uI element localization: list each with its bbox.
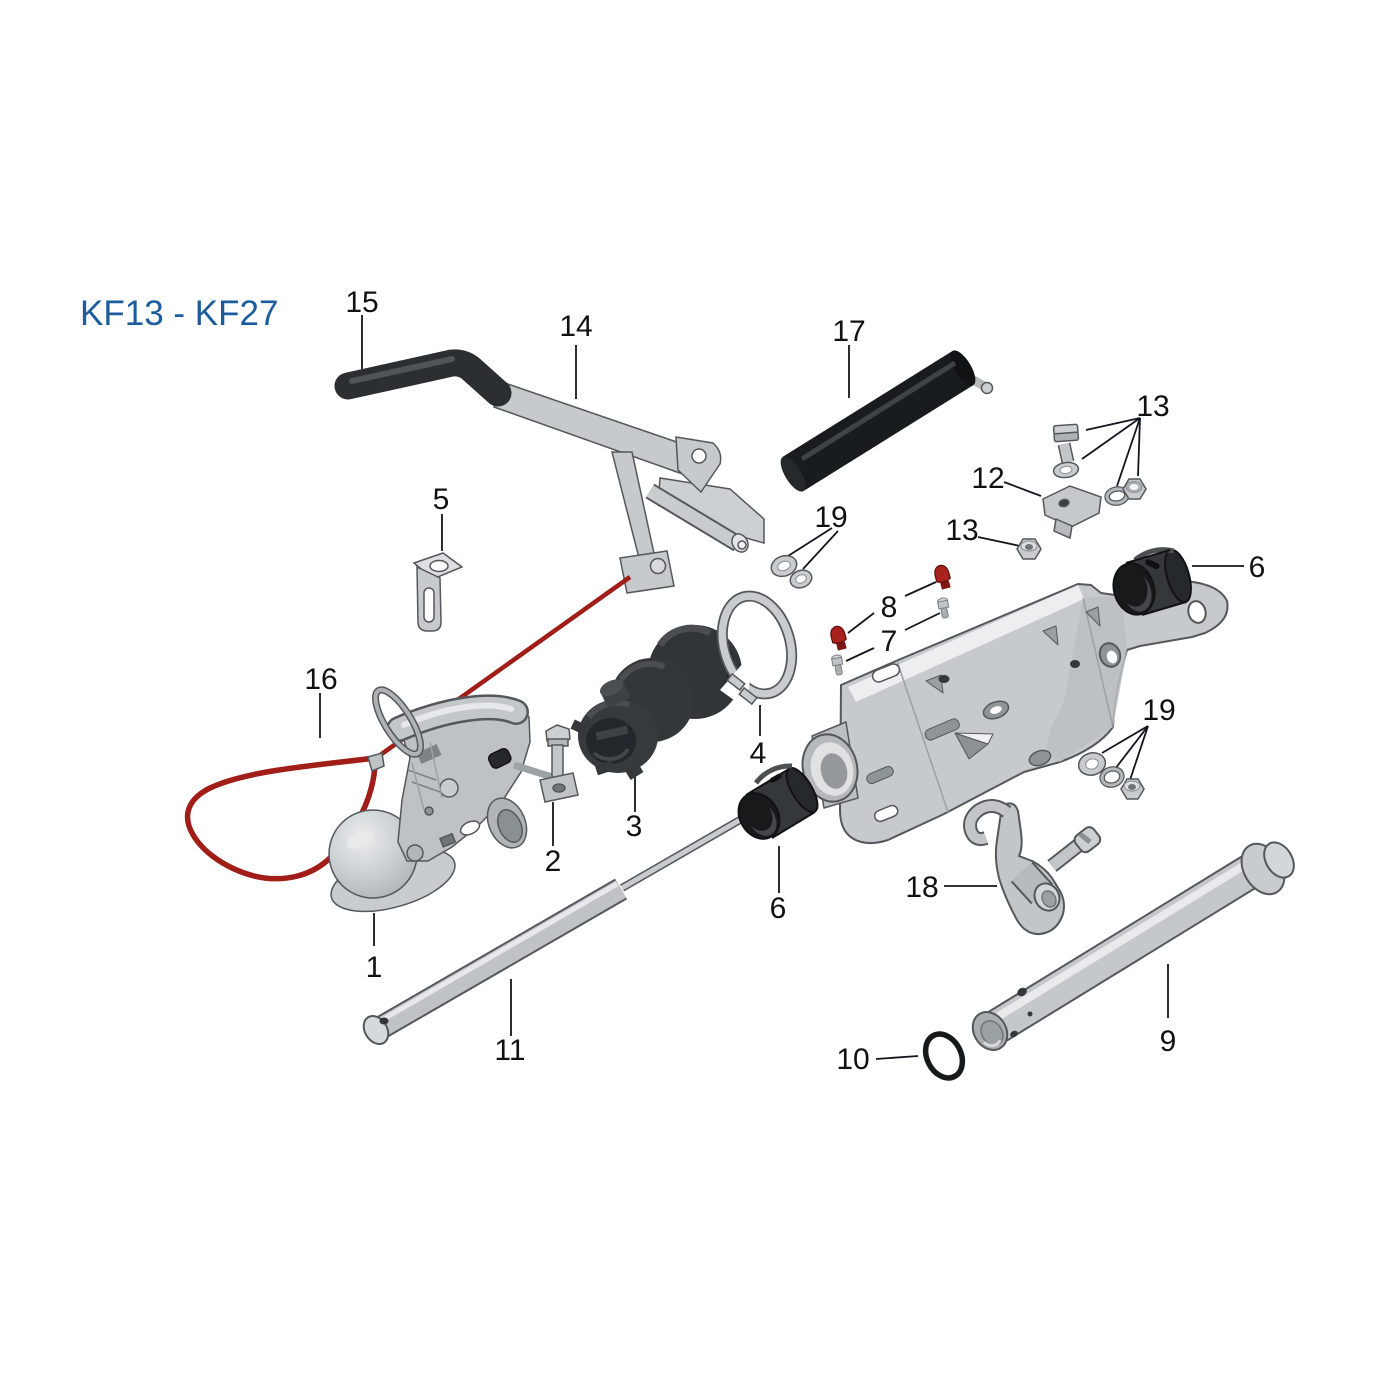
svg-text:KF13 - KF27: KF13 - KF27 bbox=[80, 294, 278, 333]
svg-text:18: 18 bbox=[905, 871, 938, 904]
svg-text:2: 2 bbox=[545, 845, 562, 878]
svg-text:9: 9 bbox=[1160, 1025, 1177, 1058]
svg-text:16: 16 bbox=[304, 663, 337, 696]
svg-text:8: 8 bbox=[881, 591, 898, 624]
svg-text:12: 12 bbox=[971, 462, 1004, 495]
svg-text:10: 10 bbox=[836, 1043, 869, 1076]
svg-text:17: 17 bbox=[832, 315, 865, 348]
svg-text:3: 3 bbox=[626, 810, 643, 843]
svg-text:7: 7 bbox=[881, 625, 898, 658]
svg-text:13: 13 bbox=[1136, 390, 1169, 423]
svg-text:19: 19 bbox=[814, 501, 847, 534]
svg-text:13: 13 bbox=[945, 514, 978, 547]
svg-text:1: 1 bbox=[366, 951, 383, 984]
svg-text:14: 14 bbox=[559, 310, 592, 343]
svg-text:5: 5 bbox=[433, 483, 450, 516]
svg-text:6: 6 bbox=[1249, 551, 1266, 584]
svg-text:19: 19 bbox=[1142, 694, 1175, 727]
svg-text:15: 15 bbox=[345, 286, 378, 319]
svg-text:4: 4 bbox=[750, 737, 767, 770]
svg-text:6: 6 bbox=[770, 892, 787, 925]
svg-text:11: 11 bbox=[494, 1034, 525, 1067]
